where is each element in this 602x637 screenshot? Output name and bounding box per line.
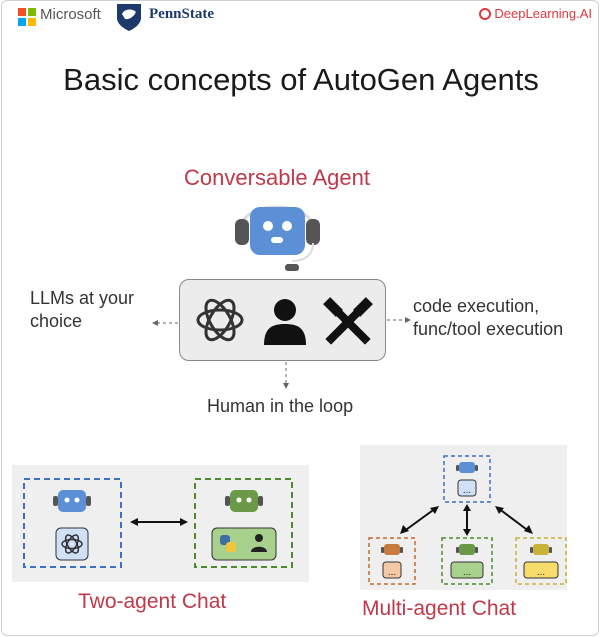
two-agent-chat-caption: Two-agent Chat bbox=[78, 590, 227, 613]
slide-title: Basic concepts of AutoGen Agents bbox=[63, 62, 539, 97]
pennstate-label: PennState bbox=[149, 6, 214, 22]
tools-hammer-icon bbox=[323, 297, 373, 345]
human-in-loop-label: Human in the loop bbox=[207, 396, 354, 416]
deeplearning-label: DeepLearning.AI bbox=[494, 6, 592, 21]
human-icon bbox=[264, 299, 306, 345]
llm-choice-label: LLMs at your choice bbox=[30, 288, 135, 331]
agent-ellipsis-green: ... bbox=[463, 567, 471, 578]
microsoft-logo bbox=[18, 8, 36, 26]
deeplearning-logo: DeepLearning.AI bbox=[479, 6, 592, 21]
agent-ellipsis-yellow: ... bbox=[537, 567, 545, 578]
agent-ellipsis-orange: ... bbox=[388, 567, 396, 578]
agent-ellipsis-top: ... bbox=[463, 485, 471, 496]
microsoft-label: Microsoft bbox=[40, 6, 101, 23]
openai-icon bbox=[196, 298, 244, 342]
pennstate-shield-icon bbox=[117, 4, 141, 31]
multi-agent-chat-caption: Multi-agent Chat bbox=[362, 597, 517, 620]
tool-execution-label: code execution, func/tool execution bbox=[413, 296, 564, 339]
two-agent-chat-panel bbox=[12, 465, 309, 582]
robot-agent-icon bbox=[235, 205, 320, 271]
deeplearning-icon bbox=[479, 7, 492, 20]
conversable-agent-title: Conversable Agent bbox=[184, 165, 370, 190]
